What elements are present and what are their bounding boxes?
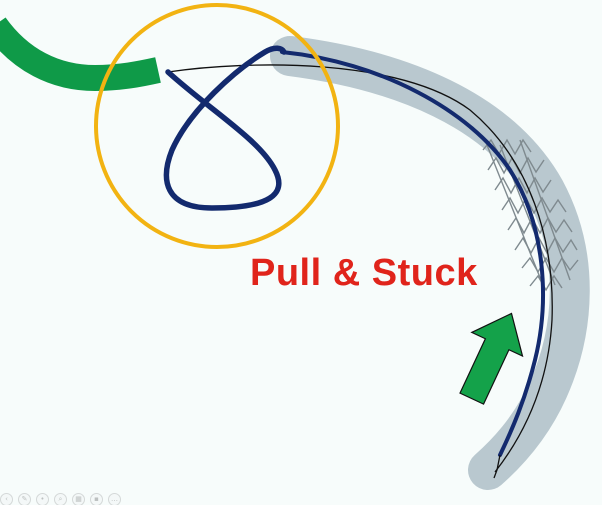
- caption-pull-and-stuck: Pull & Stuck: [250, 252, 478, 294]
- guide-catheter: [0, 17, 161, 92]
- up-right-arrow-icon: [459, 312, 524, 405]
- slide-toolbar: ‹ ✎ • ⌕ ▦ ▪ …: [0, 492, 121, 505]
- zoom-icon[interactable]: ⌕: [54, 492, 67, 505]
- pen-icon[interactable]: ✎: [18, 492, 31, 505]
- grid-icon[interactable]: ▦: [72, 492, 85, 505]
- prev-slide-icon[interactable]: ‹: [0, 492, 13, 505]
- wire-tip: [493, 454, 501, 479]
- menu-icon[interactable]: ▪: [90, 492, 103, 505]
- vessel: [270, 36, 590, 490]
- guidewire: [167, 64, 553, 473]
- pointer-icon[interactable]: •: [36, 492, 49, 505]
- more-icon[interactable]: …: [108, 492, 121, 505]
- wire-loop: [163, 45, 287, 211]
- vessel-wire: [280, 50, 545, 457]
- highlight-circle: [94, 3, 340, 249]
